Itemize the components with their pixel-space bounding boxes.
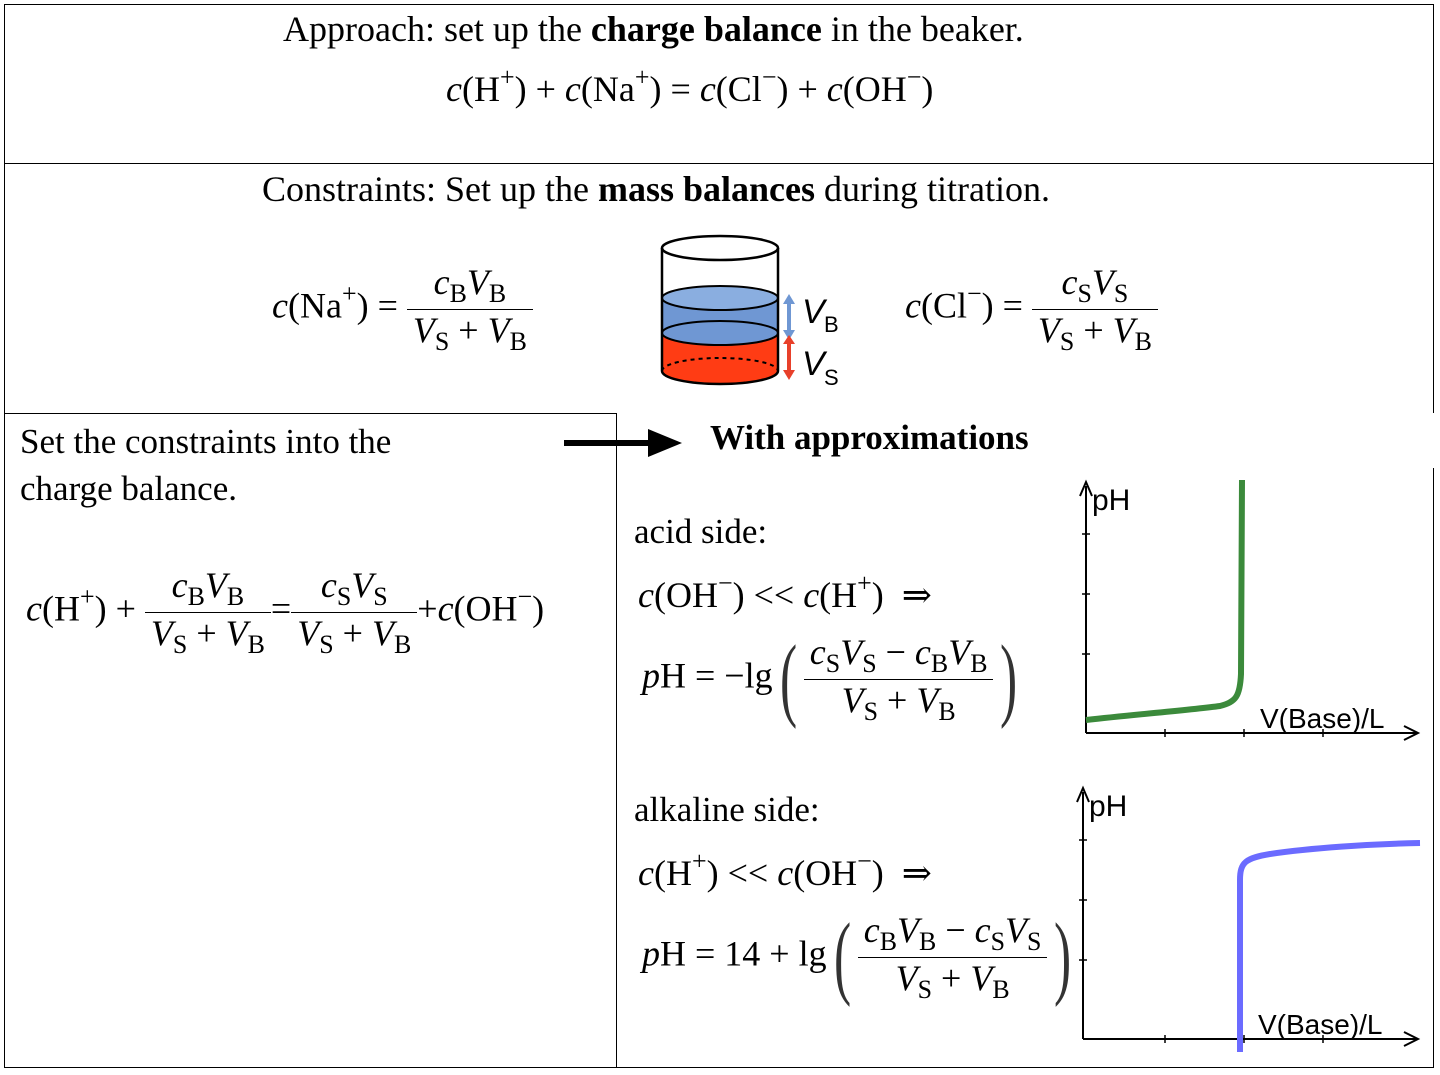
vs-label-sub: S (824, 365, 839, 390)
alkaline-fraction: cBVB − cSVS VS + VB (857, 910, 1048, 1004)
acid-titration-sketch: pH V(Base)/L (1079, 479, 1421, 741)
base-top (661, 285, 779, 311)
beaker-diagram: V B V S (660, 234, 839, 390)
combined-fraction-2: cSVS VS + VB (291, 565, 418, 659)
acid-fraction: cSVS − cBVB VS + VB (803, 632, 994, 726)
section2-heading: Constraints: Set up the mass balances du… (262, 169, 1050, 209)
combined-fraction-1: cBVB VS + VB (144, 565, 271, 659)
acid-condition: c(OH−) << c(H+) ⇒ (638, 568, 932, 615)
acid-xlabel: V(Base)/L (1260, 703, 1385, 734)
acid-curve (1085, 479, 1245, 723)
vs-label: V (802, 345, 828, 383)
alkaline-xlabel: V(Base)/L (1258, 1009, 1383, 1040)
alkaline-ph-formula: pH = 14 + lg( cBVB − cSVS VS + VB ) (642, 905, 1072, 1009)
outer-frame (4, 4, 1434, 1068)
combined-equation: c(H+) + cBVB VS + VB = cSVS VS + VB +c(O… (26, 565, 545, 659)
chloride-fraction: cSVS VS + VB (1031, 262, 1158, 356)
divider-vertical (616, 413, 617, 1068)
acid-ph-formula: pH = −lg( cSVS − cBVB VS + VB ) (642, 627, 1018, 731)
acid-ylabel: pH (1092, 484, 1130, 517)
chloride-mass-balance: c(Cl−) = cSVS VS + VB (905, 262, 1158, 356)
acid-side-label: acid side: (634, 512, 768, 551)
sodium-mass-balance: c(Na+) = cBVB VS + VB (272, 262, 533, 356)
vb-arrow (783, 294, 795, 340)
sodium-fraction: cBVB VS + VB (406, 262, 533, 356)
vs-arrow (783, 335, 795, 380)
right-arrow-icon (564, 429, 682, 457)
alkaline-side-label: alkaline side: (634, 790, 820, 829)
acid-layer (662, 333, 778, 384)
alkaline-curve (1237, 840, 1421, 1052)
header-mask (617, 413, 1434, 468)
alkaline-titration-sketch: pH V(Base)/L (1076, 785, 1421, 1052)
section1-heading: Approach: set up the charge balance in t… (283, 9, 1024, 49)
beaker-rim (660, 234, 780, 262)
vb-label: V (802, 293, 828, 331)
alkaline-condition: c(H+) << c(OH−) ⇒ (638, 846, 932, 893)
charge-balance-equation: c(H+) + c(Na+) = c(Cl−) + c(OH−) (446, 62, 934, 109)
vb-label-sub: B (824, 312, 839, 337)
alkaline-ylabel: pH (1089, 790, 1127, 823)
approximations-heading: With approximations (710, 418, 1029, 457)
divider-1 (4, 163, 1434, 164)
